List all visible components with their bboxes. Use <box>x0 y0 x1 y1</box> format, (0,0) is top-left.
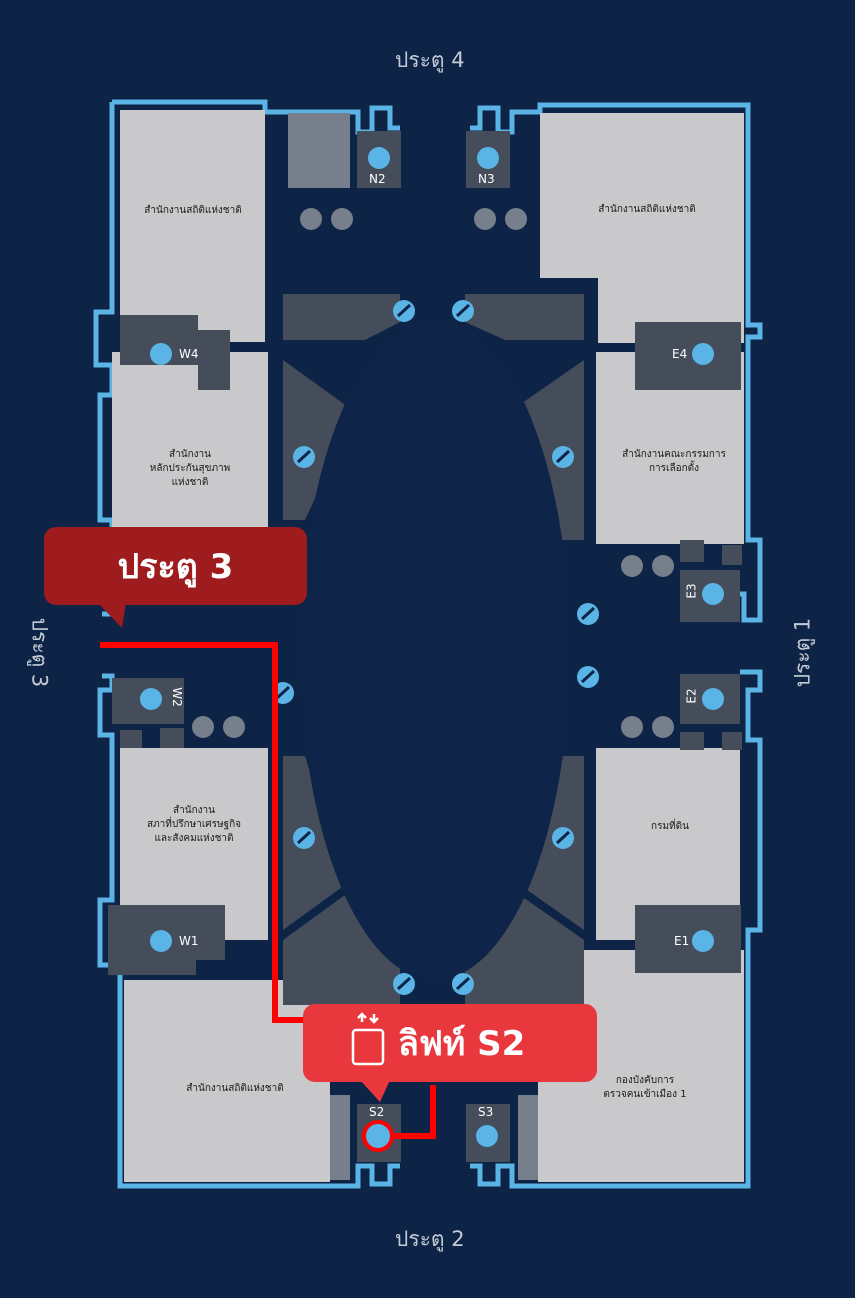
central-atrium <box>300 320 570 980</box>
lift-n3-label: N3 <box>478 172 495 186</box>
restroom-icons <box>192 208 674 738</box>
lift-icons <box>140 147 724 1147</box>
office-sw <box>124 980 330 1182</box>
route-line-end <box>392 1085 436 1139</box>
room-ne: สำนักงานสถิติแห่งชาติ <box>598 204 696 215</box>
destination-callout-shape <box>303 1004 597 1102</box>
lift-e3-label: E3 <box>684 583 699 599</box>
destination-marker <box>362 1120 394 1152</box>
office-n-small <box>288 113 350 188</box>
office-blocks <box>112 110 744 1182</box>
lift-w2-label: W2 <box>169 687 184 707</box>
destination-callout: ลิฟท์ S2 <box>398 1024 526 1064</box>
gate-north-label: ประตู 4 <box>395 48 465 72</box>
room-w-lower: สำนักงาน สภาที่ปรึกษาเศรษฐกิจ และสังคมแห… <box>146 805 242 844</box>
lift-e4-label: E4 <box>672 347 688 361</box>
destination-lift-icon <box>351 1012 385 1066</box>
room-se: กองบังคับการ ตรวจคนเข้าเมือง 1 <box>603 1075 687 1100</box>
entry-callout: ประตู 3 <box>117 547 234 587</box>
lift-e1-label: E1 <box>674 934 690 948</box>
route-line <box>100 642 315 1023</box>
escalator-icons <box>272 300 599 995</box>
corridor-blocks <box>108 131 742 1180</box>
room-e-lower: กรมที่ดิน <box>651 821 689 832</box>
room-e-upper: สำนักงานคณะกรรมการ การเลือกตั้ง <box>622 449 726 474</box>
gate-south-label: ประตู 2 <box>395 1227 465 1251</box>
room-nw: สำนักงานสถิติแห่งชาติ <box>144 205 242 216</box>
lift-s3-label: S3 <box>478 1105 494 1119</box>
lift-w1-label: W1 <box>179 934 199 948</box>
entry-callout-shape <box>44 527 307 628</box>
lift-e2-label: E2 <box>684 688 699 704</box>
lift-n2-label: N2 <box>369 172 386 186</box>
office-nw <box>120 110 265 342</box>
office-w-upper <box>112 352 268 527</box>
office-ne <box>540 113 744 278</box>
gate-west-label: ประตู 3 <box>27 617 52 688</box>
room-w-upper: สำนักงาน หลักประกันสุขภาพ แห่งชาติ <box>149 449 231 488</box>
gate-east-label: ประตู 1 <box>790 617 815 688</box>
lift-w4-label: W4 <box>179 347 199 361</box>
room-sw: สำนักงานสถิติแห่งชาติ <box>186 1083 284 1094</box>
lift-s2-label: S2 <box>369 1105 385 1119</box>
